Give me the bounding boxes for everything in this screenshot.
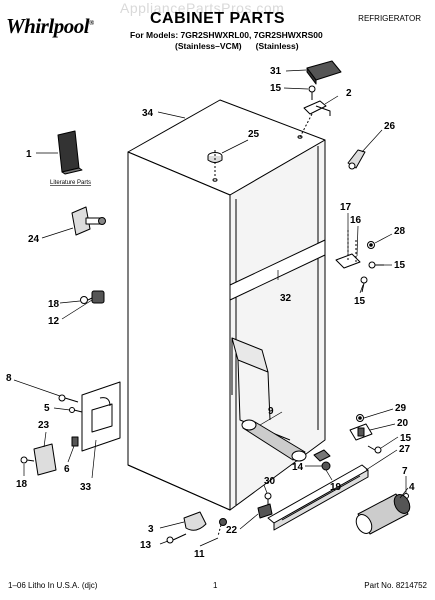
part-screw-18-lower — [20, 456, 35, 464]
part-top-hinge-2 — [299, 100, 331, 138]
footer-litho: 1–06 Litho In U.S.A. (djc) — [8, 581, 98, 590]
callout-27: 27 — [399, 444, 411, 455]
literature-parts-label: Literature Parts — [50, 180, 91, 186]
callout-15-mid: 15 — [394, 260, 406, 271]
part-24 — [71, 206, 106, 236]
model-list: For Models: 7GR2SHWXRL00, 7GR2SHWXRS00 — [130, 30, 323, 40]
footer-part-number: Part No. 8214752 — [364, 581, 427, 590]
callout-15-top: 15 — [270, 83, 282, 94]
cabinet-34 — [127, 99, 326, 511]
mullion-32 — [229, 239, 326, 301]
callout-17: 17 — [340, 202, 352, 213]
page-title: CABINET PARTS — [149, 10, 286, 27]
part-lower-hinge-20 — [349, 423, 373, 441]
callout-3: 3 — [148, 524, 154, 535]
part-grille-27 — [267, 464, 369, 531]
part-6 — [71, 436, 79, 447]
variant-stainless: (Stainless) — [255, 41, 299, 51]
callout-11: 11 — [194, 549, 205, 560]
callout-15-lower: 15 — [400, 433, 412, 444]
footer-page-number: 1 — [213, 581, 218, 590]
part-29 — [356, 414, 364, 422]
part-26 — [347, 149, 366, 170]
callout-14: 14 — [292, 462, 304, 473]
part-9 — [241, 419, 307, 462]
callout-5: 5 — [44, 403, 50, 414]
part-cover-23 — [33, 443, 57, 476]
callout-23: 23 — [38, 420, 50, 431]
part-lower-hinge-bracket-33 — [81, 381, 121, 452]
part-11 — [217, 518, 227, 537]
category-label: REFRIGERATOR — [358, 14, 421, 23]
brand-logo: Whirlpool® — [6, 14, 94, 39]
callout-9: 9 — [268, 406, 274, 417]
callout-29: 29 — [395, 403, 407, 414]
callout-31: 31 — [270, 66, 282, 77]
callout-22: 22 — [226, 525, 238, 536]
callout-28: 28 — [394, 226, 406, 237]
part-28 — [367, 241, 375, 249]
part-hinge-cover-31 — [306, 60, 342, 85]
part-4 — [355, 493, 411, 535]
watermark: AppliancePartsPros.com — [120, 0, 285, 16]
part-screw-15-top — [308, 85, 316, 100]
part-30 — [264, 492, 272, 505]
registered-mark: ® — [89, 19, 94, 27]
model-variants: (Stainless–VCM) (Stainless) — [175, 41, 299, 51]
part-3 — [183, 511, 207, 531]
callout-2: 2 — [346, 88, 352, 99]
part-literature-1 — [57, 130, 83, 175]
callout-12: 12 — [48, 316, 60, 327]
part-12-18-upper — [80, 290, 105, 304]
brand-name: Whirlpool — [6, 14, 90, 38]
callout-6: 6 — [64, 464, 70, 475]
callout-7: 7 — [402, 466, 408, 477]
callout-34: 34 — [142, 108, 154, 119]
callout-8: 8 — [6, 373, 12, 384]
callout-1: 1 — [26, 149, 32, 160]
callout-33: 33 — [80, 482, 92, 493]
callout-4: 4 — [409, 482, 415, 493]
callout-25: 25 — [248, 129, 260, 140]
part-screw-5 — [69, 407, 83, 413]
part-screw-8 — [58, 394, 79, 403]
callout-16: 16 — [350, 215, 362, 226]
callout-18-upper: 18 — [48, 299, 60, 310]
part-13 — [166, 533, 187, 544]
part-14 — [321, 461, 331, 471]
callout-15-lower-mid: 15 — [354, 296, 366, 307]
variant-vcm: (Stainless–VCM) — [175, 41, 242, 51]
part-screws-15-mid — [360, 261, 384, 293]
part-plug-25 — [207, 150, 223, 178]
part-19 — [313, 449, 331, 462]
callout-30: 30 — [264, 476, 276, 487]
leader-lines — [13, 69, 409, 547]
callout-13: 13 — [140, 540, 152, 551]
callout-32: 32 — [280, 293, 292, 304]
callout-18-lower: 18 — [16, 479, 28, 490]
callout-24: 24 — [28, 234, 40, 245]
callout-26: 26 — [384, 121, 396, 132]
callout-20: 20 — [397, 418, 409, 429]
callout-numbers: 31 15 2 34 25 26 1 17 16 28 24 15 15 32 … — [6, 66, 415, 560]
part-screw-15-lower — [367, 445, 382, 454]
callout-19: 19 — [330, 482, 342, 493]
part-22 — [257, 503, 273, 519]
